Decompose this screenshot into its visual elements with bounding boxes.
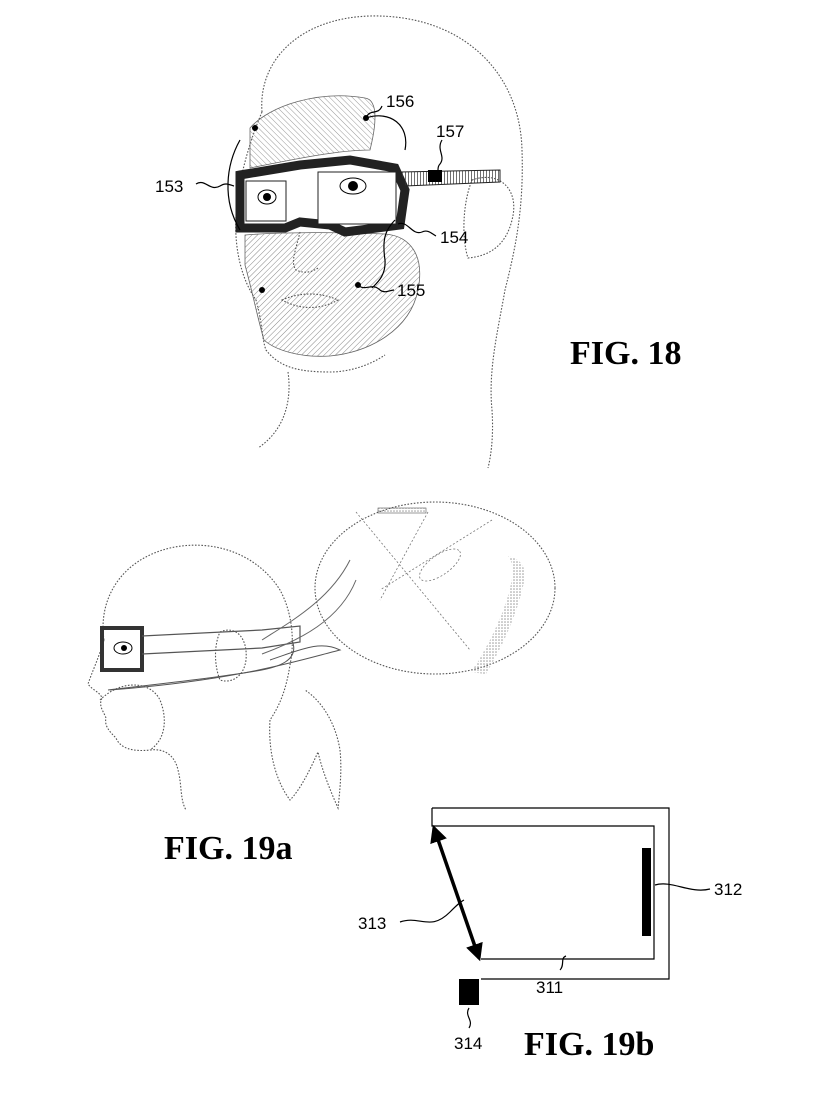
fig19a-loupe-stalk [262,560,350,640]
fig19b-label-311: 311 [536,978,563,997]
fig19a-hair [270,690,341,808]
fig19b-housing-outer [432,808,669,979]
fig19a-head-outline [103,545,292,720]
fig18-neck-outline [258,372,289,448]
fig19a-lens [415,543,466,587]
fig19b-caption: FIG. 19b [524,1026,654,1064]
fig19a-ray [356,512,470,650]
fig18-right-pupil [348,181,358,191]
fig18-label-156: 156 [386,92,414,111]
fig18-electrode-dot [259,287,265,293]
fig18-label-154: 154 [440,228,468,247]
fig18-left-pupil [263,193,271,201]
fig19b-label-313: 313 [358,914,386,933]
fig18-temple-arm [400,170,500,186]
fig19b-drawing: 311 312 313 314 [358,808,742,1053]
fig18-label-157: 157 [436,122,464,141]
fig18-drawing: 153 154 155 156 157 [155,16,522,468]
fig18-glasses-right-lens [318,172,396,224]
fig19b-tilted-mirror-313 [434,828,479,958]
fig19a-drawing [88,502,555,810]
fig18-module-157 [428,170,442,182]
fig19b-label-314: 314 [454,1034,482,1053]
fig19b-leader-314 [468,1008,471,1028]
fig18-label-153: 153 [155,177,183,196]
fig18-caption: FIG. 18 [570,335,681,373]
fig19a-cable-to-loupe [110,646,340,690]
fig19b-leader-311 [560,956,566,970]
fig18-leader-157 [436,140,442,174]
fig19b-leader-313 [400,900,464,922]
fig19a-display-element [378,508,426,513]
fig18-ear [464,177,514,258]
fig19a-ray [380,520,492,590]
fig19a-jaw-electrode [100,685,164,750]
fig18-lower-face-electrode [245,233,420,357]
fig19b-label-312: 312 [714,880,742,899]
fig18-label-155: 155 [397,281,425,300]
fig19a-ray [380,512,428,600]
fig19b-sensor-314 [459,979,479,1005]
fig18-electrode-dot [252,125,258,131]
fig19b-housing-inner [432,808,654,959]
fig19a-temple-arm [142,626,300,654]
fig19b-leader-312 [655,884,710,890]
fig18-glasses-left-lens [246,181,286,221]
fig19a-caption: FIG. 19a [164,830,292,868]
fig19a-pupil [121,645,127,651]
fig19b-display-312 [642,848,651,936]
fig19a-eye-segment [470,556,525,674]
